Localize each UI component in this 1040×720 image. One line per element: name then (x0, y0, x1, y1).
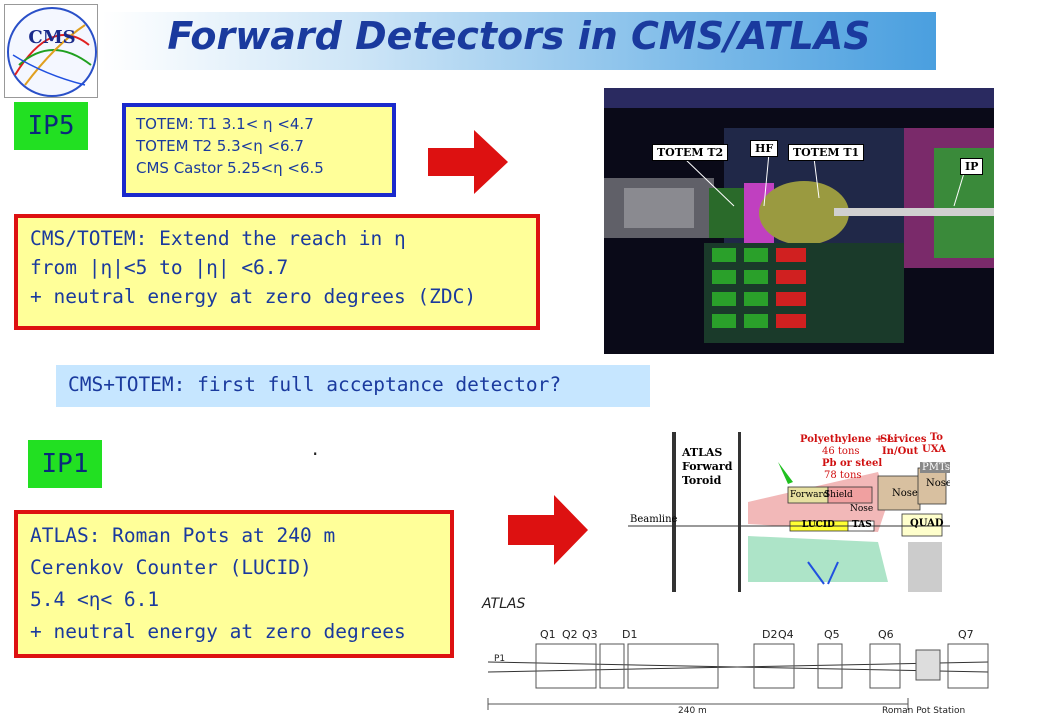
af-label-forward-shield-1: Forward (790, 490, 829, 500)
totem-line-2: TOTEM T2 5.3<η <6.7 (136, 137, 304, 155)
reach-line-1: CMS/TOTEM: Extend the reach in η (30, 227, 406, 250)
af-label-nose-2: Nose (926, 478, 950, 489)
bl-label-d2: D2 (762, 628, 778, 641)
bl-label-q4: Q4 (778, 628, 794, 641)
af-label-nose-3: Nose (850, 504, 874, 514)
totem-line-3: CMS Castor 5.25<η <6.5 (136, 159, 324, 177)
bl-label-roman-pot-station: Roman Pot Station (882, 706, 966, 716)
af-label-forward: Forward (682, 460, 733, 473)
cms-label-hf: HF (750, 140, 779, 157)
stray-dot: . (312, 436, 319, 460)
af-label-services: Services (880, 434, 927, 445)
af-label-quad: QUAD (910, 518, 944, 529)
bl-label-d1: D1 (622, 628, 638, 641)
atlas-forward-region-image: ATLAS Forward Toroid Polyethylene + Li 4… (628, 432, 950, 592)
cms-detector-image: TOTEM T2 HF TOTEM T1 IP (604, 88, 994, 354)
bl-label-q2: Q2 (562, 628, 578, 641)
cms-label-totem-t1: TOTEM T1 (788, 144, 865, 161)
bl-label-240m: 240 m (678, 706, 707, 716)
bl-label-q1: Q1 (540, 628, 556, 641)
arrow-right-icon (508, 495, 588, 569)
af-label-forward-shield-2: Shield (824, 490, 853, 500)
bl-label-q3: Q3 (582, 628, 598, 641)
af-label-pmts: PMTs (920, 462, 950, 473)
cms-label-ip: IP (960, 158, 984, 175)
af-label-toroid: Toroid (682, 474, 722, 487)
atlas-line-1: ATLAS: Roman Pots at 240 m (30, 524, 336, 547)
bl-label-q6: Q6 (878, 628, 894, 641)
bl-label-p1: P1 (494, 654, 506, 664)
reach-line-3: + neutral energy at zero degrees (ZDC) (30, 285, 477, 308)
af-label-78-tons: 78 tons (824, 470, 862, 481)
ip5-tag: IP5 (14, 102, 88, 150)
atlas-line-3: 5.4 <η< 6.1 (30, 588, 160, 611)
af-label-uxa: UXA (922, 444, 946, 455)
af-label-polyethylene: Polyethylene + Li (800, 434, 898, 445)
bl-label-q5: Q5 (824, 628, 840, 641)
bl-label-q7: Q7 (958, 628, 974, 641)
reach-line-2: from |η|<5 to |η| <6.7 (30, 256, 289, 279)
totem-line-1: TOTEM: T1 3.1< η <4.7 (136, 115, 314, 133)
af-label-tas: TAS (852, 520, 872, 530)
atlas-beamline-schematic: ATLAS Q1 Q2 Q3 D1 D2 Q4 Q5 Q6 Q7 P1 240 … (478, 592, 994, 720)
af-label-pb-steel: Pb or steel (822, 458, 883, 469)
ip1-tag: IP1 (28, 440, 102, 488)
logo-text: CMS (28, 27, 75, 48)
totem-range-box: TOTEM: T1 3.1< η <4.7 TOTEM T2 5.3<η <6.… (122, 103, 396, 197)
af-label-46-tons: 46 tons (822, 446, 860, 457)
cms-totem-reach-box: CMS/TOTEM: Extend the reach in η from |η… (14, 214, 540, 330)
title-bar (102, 12, 936, 70)
cms-logo: CMS (4, 4, 98, 98)
atlas-forward-box: ATLAS: Roman Pots at 240 m Cerenkov Coun… (14, 510, 454, 658)
af-label-lucid: LUCID (802, 520, 835, 530)
cms-label-totem-t2: TOTEM T2 (652, 144, 729, 161)
atlas-line-4: + neutral energy at zero degrees (30, 620, 406, 643)
af-label-to: To (930, 432, 943, 443)
arrow-right-icon (428, 130, 508, 198)
atlas-line-2: Cerenkov Counter (LUCID) (30, 556, 312, 579)
bl-label-atlas: ATLAS (482, 596, 526, 612)
full-acceptance-question: CMS+TOTEM: first full acceptance detecto… (56, 365, 650, 407)
page-title: Forward Detectors in CMS/ATLAS (167, 14, 871, 58)
af-label-nose-1: Nose (892, 488, 918, 499)
af-label-in-out: In/Out (882, 446, 919, 457)
af-label-atlas: ATLAS (682, 446, 723, 459)
af-label-beamline: Beamline (630, 514, 678, 525)
